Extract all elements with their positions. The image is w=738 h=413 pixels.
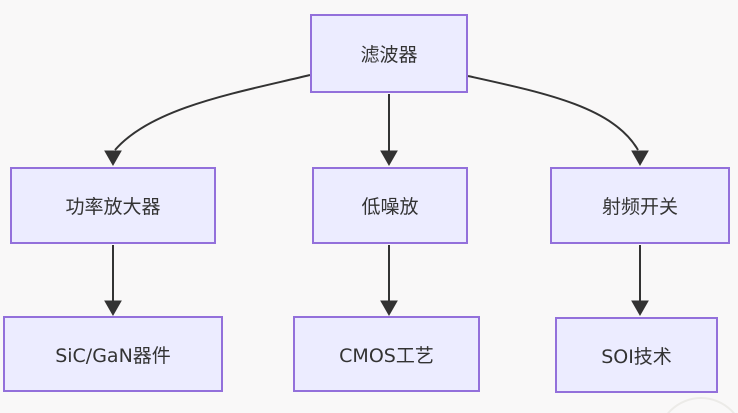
arrowhead-lna	[380, 150, 398, 167]
node-lna-label: 低噪放	[361, 196, 419, 218]
arrowhead-power-amplifier	[104, 150, 122, 167]
node-soi-technology: SOI技术	[555, 317, 718, 393]
watermark-arc	[667, 397, 735, 413]
node-filter: 滤波器	[310, 14, 468, 93]
edge-lna-to-cmos	[380, 245, 398, 317]
node-power-amplifier-label: 功率放大器	[65, 196, 161, 218]
edge-filter-to-rf-switch	[467, 75, 649, 167]
node-lna: 低噪放	[312, 167, 468, 244]
arrowhead-soi	[631, 300, 649, 317]
node-power-amplifier: 功率放大器	[10, 167, 216, 244]
node-cmos-label: CMOS工艺	[339, 344, 434, 367]
node-rf-switch: 射频开关	[550, 167, 730, 244]
node-filter-label: 滤波器	[360, 44, 418, 66]
arrowhead-rf-switch	[631, 150, 649, 167]
arrowhead-sic-gan	[104, 300, 122, 317]
node-sic-gan-devices: SiC/GaN器件	[3, 316, 223, 392]
node-cmos-process: CMOS工艺	[293, 316, 480, 392]
arrowhead-cmos	[380, 300, 398, 317]
node-soi-label: SOI技术	[601, 345, 672, 368]
edge-filter-to-power-amplifier	[104, 74, 311, 167]
node-rf-switch-label: 射频开关	[601, 196, 678, 218]
edge-rf-switch-to-soi	[631, 245, 649, 317]
edge-filter-to-lna	[380, 94, 398, 167]
node-sic-gan-label: SiC/GaN器件	[55, 344, 171, 367]
edge-power-amplifier-to-sic-gan	[104, 245, 122, 317]
